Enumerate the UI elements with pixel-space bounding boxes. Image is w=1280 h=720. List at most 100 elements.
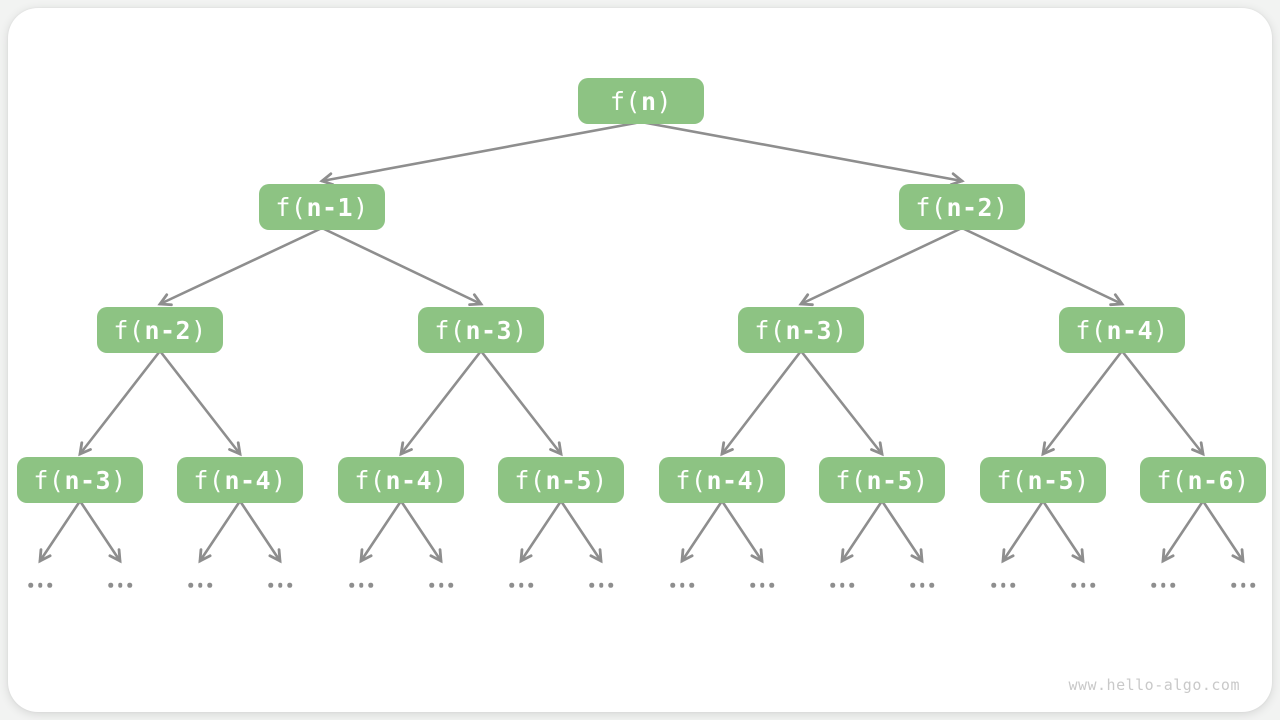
ellipsis-leaf bbox=[910, 582, 934, 588]
tree-node: f(n-4) bbox=[338, 457, 464, 503]
ellipsis-dot bbox=[207, 582, 212, 588]
tree-node: f(n-2) bbox=[899, 184, 1025, 230]
edge-arrow bbox=[399, 349, 483, 457]
edge-arrow bbox=[880, 499, 924, 564]
ellipsis-leaf bbox=[268, 582, 292, 588]
tree-node: f(n-2) bbox=[97, 307, 223, 353]
edge-arrow bbox=[198, 499, 242, 564]
tree-node: f(n-4) bbox=[1059, 307, 1185, 353]
tree-node: f(n-6) bbox=[1140, 457, 1266, 503]
tree-node: f(n-5) bbox=[819, 457, 945, 503]
tree-node: f(n-5) bbox=[498, 457, 624, 503]
edge-arrow bbox=[639, 120, 965, 187]
ellipsis-leaf bbox=[1071, 582, 1095, 588]
ellipsis-dot bbox=[349, 582, 354, 588]
edge-arrow bbox=[359, 499, 403, 564]
ellipsis-dot bbox=[598, 582, 604, 588]
edge-arrow bbox=[519, 499, 563, 564]
edge-arrow bbox=[559, 499, 603, 564]
ellipsis-dot bbox=[679, 582, 685, 588]
edge-arrow bbox=[720, 349, 803, 457]
ellipsis-dot bbox=[47, 582, 52, 588]
edge-arrow bbox=[720, 499, 764, 564]
tree-node: f(n-3) bbox=[418, 307, 544, 353]
ellipsis-dot bbox=[1080, 582, 1086, 588]
ellipsis-leaf bbox=[750, 582, 774, 588]
tree-node: f(n-5) bbox=[980, 457, 1106, 503]
ellipsis-leaf bbox=[589, 582, 613, 588]
ellipsis-dot bbox=[28, 582, 33, 588]
ellipsis-dot bbox=[1010, 582, 1015, 588]
ellipsis-dot bbox=[1231, 582, 1236, 588]
ellipsis-dot bbox=[117, 582, 123, 588]
ellipsis-dot bbox=[1090, 582, 1095, 588]
edge-arrow bbox=[1201, 499, 1245, 564]
ellipsis-dot bbox=[1250, 582, 1255, 588]
tree-node: f(n-3) bbox=[17, 457, 143, 503]
ellipsis-dot bbox=[37, 582, 43, 588]
ellipsis-dot bbox=[849, 582, 854, 588]
ellipsis-leaf bbox=[509, 582, 533, 588]
ellipsis-dot bbox=[910, 582, 915, 588]
ellipsis-dot bbox=[769, 582, 774, 588]
edge-arrow bbox=[238, 499, 282, 564]
ellipsis-dot bbox=[188, 582, 193, 588]
ellipsis-dot bbox=[1000, 582, 1006, 588]
ellipsis-leaf bbox=[28, 582, 52, 588]
edge-arrow bbox=[1041, 499, 1085, 564]
ellipsis-dot bbox=[830, 582, 835, 588]
edge-arrow bbox=[38, 499, 82, 564]
ellipsis-dot bbox=[509, 582, 514, 588]
ellipsis-dot bbox=[197, 582, 203, 588]
ellipsis-dot bbox=[1071, 582, 1076, 588]
edge-arrow bbox=[1161, 499, 1205, 564]
edge-arrow bbox=[1041, 349, 1124, 457]
ellipsis-dot bbox=[429, 582, 434, 588]
ellipsis-dot bbox=[448, 582, 453, 588]
ellipsis-leaf bbox=[108, 582, 132, 588]
edge-arrow bbox=[960, 226, 1125, 307]
ellipsis-dot bbox=[839, 582, 845, 588]
ellipsis-dot bbox=[358, 582, 364, 588]
ellipsis-dot bbox=[1160, 582, 1166, 588]
ellipsis-dot bbox=[670, 582, 675, 588]
tree-node: f(n-1) bbox=[259, 184, 385, 230]
edge-arrow bbox=[680, 499, 724, 564]
tree-node: f(n-4) bbox=[177, 457, 303, 503]
ellipsis-dot bbox=[277, 582, 283, 588]
ellipsis-dot bbox=[750, 582, 755, 588]
ellipsis-dot bbox=[268, 582, 273, 588]
ellipsis-dot bbox=[368, 582, 373, 588]
ellipsis-dot bbox=[287, 582, 292, 588]
ellipsis-dot bbox=[438, 582, 444, 588]
ellipsis-dot bbox=[991, 582, 996, 588]
edge-arrow bbox=[399, 499, 443, 564]
ellipsis-dot bbox=[589, 582, 594, 588]
edge-arrow bbox=[1001, 499, 1045, 564]
card bbox=[8, 8, 1272, 712]
ellipsis-leaf bbox=[349, 582, 373, 588]
edge-arrow bbox=[1120, 349, 1205, 457]
ellipsis-leaf bbox=[991, 582, 1015, 588]
tree-node: f(n-3) bbox=[738, 307, 864, 353]
edge-arrow bbox=[157, 226, 324, 307]
ellipsis-dot bbox=[919, 582, 925, 588]
ellipsis-dot bbox=[759, 582, 765, 588]
ellipsis-dot bbox=[518, 582, 524, 588]
ellipsis-leaf bbox=[1231, 582, 1255, 588]
tree-node: f(n) bbox=[578, 78, 704, 124]
ellipsis-dot bbox=[127, 582, 132, 588]
ellipsis-dot bbox=[1151, 582, 1156, 588]
ellipsis-dot bbox=[528, 582, 533, 588]
ellipsis-dot bbox=[1240, 582, 1246, 588]
ellipsis-dot bbox=[108, 582, 113, 588]
ellipsis-dot bbox=[929, 582, 934, 588]
ellipsis-leaf bbox=[188, 582, 212, 588]
ellipsis-leaf bbox=[1151, 582, 1175, 588]
edge-arrow bbox=[799, 349, 884, 457]
edge-arrow bbox=[798, 226, 964, 307]
ellipsis-leaf bbox=[830, 582, 854, 588]
